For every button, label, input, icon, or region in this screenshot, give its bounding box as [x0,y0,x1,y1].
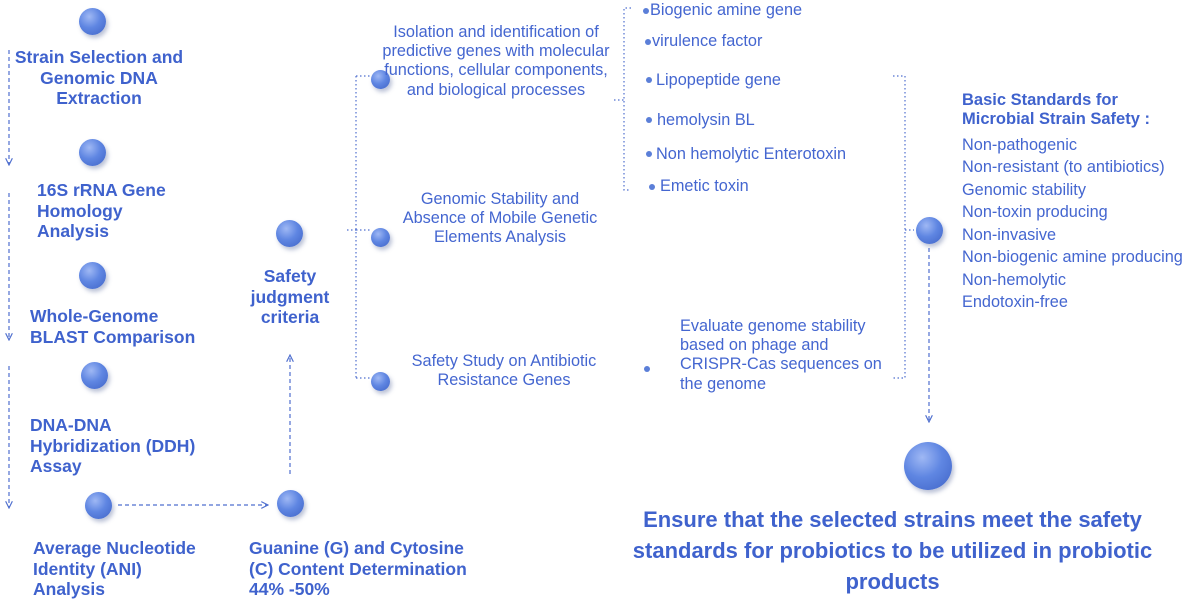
phage-note: Evaluate genome stability based on phage… [680,317,882,393]
standard-item: Endotoxin-free [962,293,1068,312]
standard-item: Non-pathogenic [962,136,1077,154]
branch-node-2 [371,228,390,247]
gene-item-4: hemolysin BL [657,111,755,129]
step-node-3 [79,262,106,289]
step-node-5 [85,492,112,519]
standards-bracket [893,75,914,379]
standard-item: Non-biogenic amine producing [962,248,1183,267]
conclusion-node [904,442,952,490]
gene-list-bracket [614,7,631,191]
gene-item-6: Emetic toxin [660,177,749,195]
gene-item-5: Non hemolytic Enterotoxin [656,145,847,163]
standard-item: Genomic stability [962,180,1086,199]
step-node-1 [79,8,106,35]
criteria-bracket [347,75,370,379]
branch-node-3 [371,372,390,391]
criteria-label: Safety judgment criteria [250,266,330,328]
step-node-2 [79,139,106,166]
phage-bullet [644,366,650,372]
standards-node [916,217,943,244]
gene-item-3: Lipopeptide gene [656,71,781,89]
gene-bullet-6 [649,184,655,190]
gc-label: Guanine (G) and Cytosine (C) Content Det… [249,538,467,600]
standard-item: Non-invasive [962,225,1057,244]
step-label-2: 16S rRNA Gene Homology Analysis [37,180,166,242]
branch-label-3: Safety Study on Antibiotic Resistance Ge… [411,352,597,390]
gene-item-1: Biogenic amine gene [650,1,803,19]
step-label-5: Average Nucleotide Identity (ANI) Analys… [33,538,196,600]
gene-bullet-5 [646,151,652,157]
criteria-node [276,220,303,247]
gc-node [277,490,304,517]
gene-bullet-2 [645,39,651,45]
step-node-4 [81,362,108,389]
conclusion-text: Ensure that the selected strains meet th… [632,507,1153,594]
gene-bullet-4 [646,117,652,123]
standard-item: Non-hemolytic [962,270,1067,289]
step-label-3: Whole-Genome BLAST Comparison [30,306,196,347]
branch-label-2: Genomic Stability and Absence of Mobile … [402,190,598,247]
branch-label-1: Isolation and identification of predicti… [382,23,610,99]
step-label-1: Strain Selection and Genomic DNA Extract… [14,47,184,109]
gene-bullet-1 [643,8,649,14]
gene-item-2: virulence factor [652,32,763,50]
branch-node-1 [371,70,390,89]
standards-title: Basic Standards for Microbial Strain Saf… [962,91,1150,129]
gene-bullet-3 [646,77,652,83]
standard-item: Non-toxin producing [962,203,1108,222]
step-label-4: DNA-DNA Hybridization (DDH) Assay [30,415,196,477]
standard-item: Non-resistant (to antibiotics) [962,158,1165,177]
